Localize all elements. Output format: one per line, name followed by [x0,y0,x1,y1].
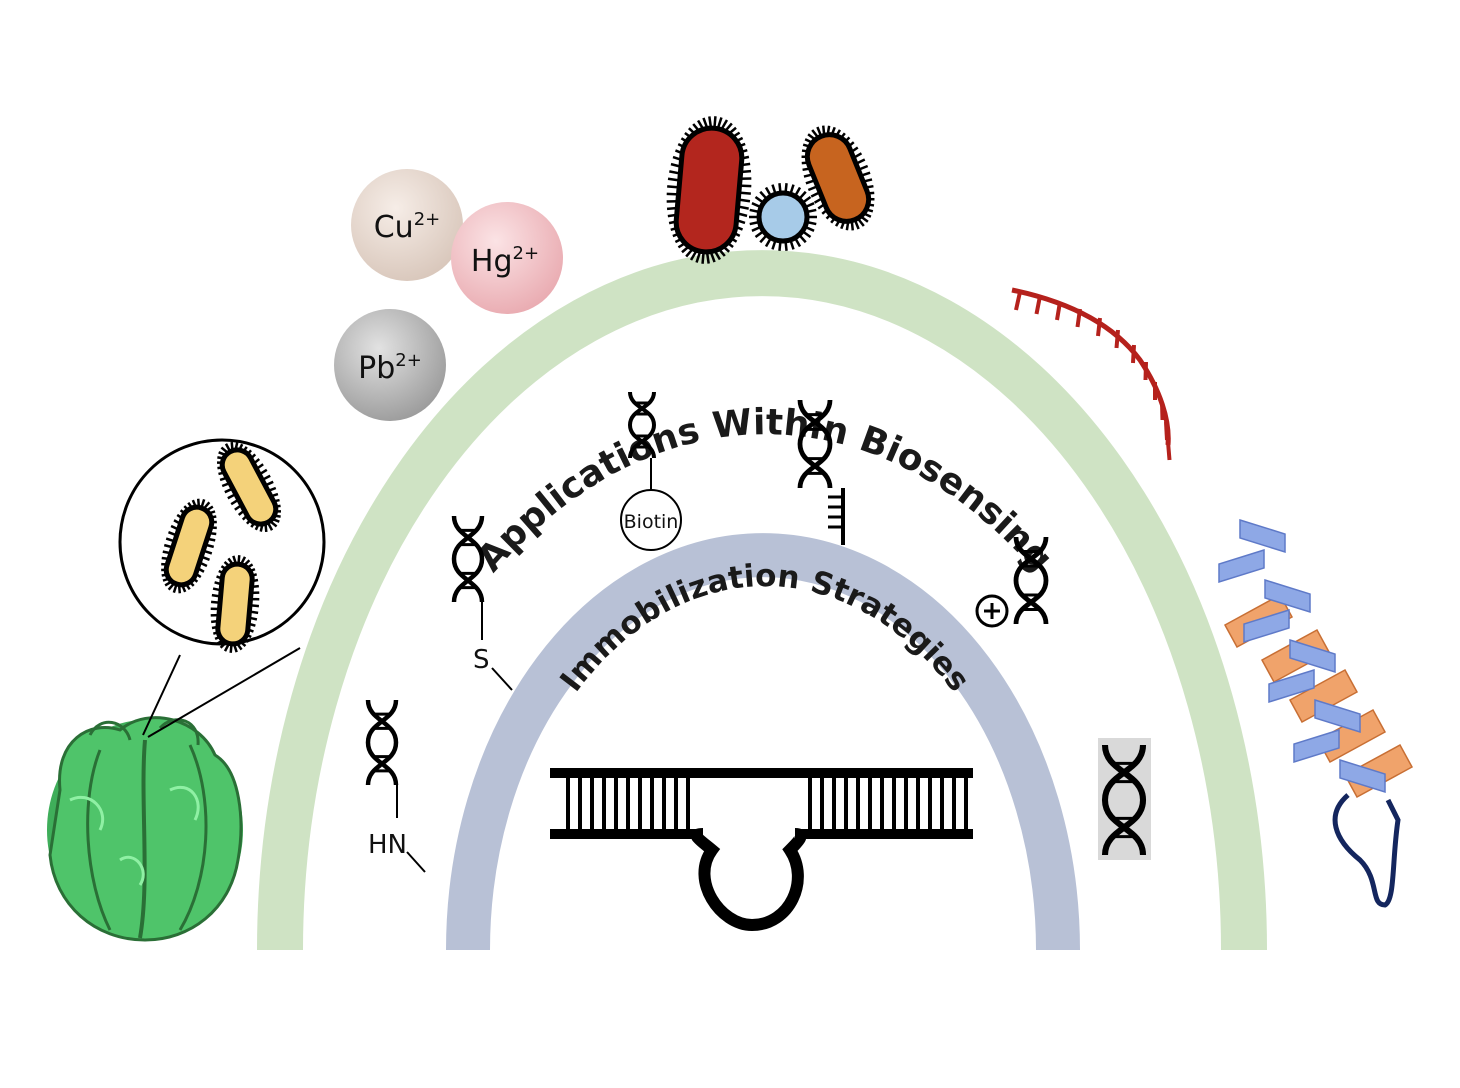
dna-electrostatic [975,536,1049,628]
dna-icon [1101,744,1147,856]
lettuce-icon [47,716,243,942]
ion-hg-label: Hg2+ [471,243,539,279]
metal-ion-hg: Hg2+ [451,202,563,314]
hairpin-rung [952,778,956,829]
aptamer-tooth [1096,317,1102,337]
aptamer-tooth [1034,295,1042,315]
metal-ion-icon [351,169,463,281]
hairpin-rung [614,778,618,829]
hairpin-rung [916,778,920,829]
hairpin-rung [892,778,896,829]
hairpin-rung [638,778,642,829]
inner-arc-immobilization: Immobilization Strategies [446,533,1080,951]
aptamer-tooth [1131,344,1136,364]
aptamer-tooth [1164,421,1169,441]
metal-ion-pb: Pb2+ [334,309,446,421]
hairpin-rung [602,778,606,829]
dna-icon [365,699,399,786]
helix-ribbon-blue [1289,638,1336,674]
protein-helix-icon [1218,518,1414,908]
dna-icon [627,391,657,459]
aptamer-tooth [1166,441,1172,461]
pathogen-group [666,116,875,264]
hairpin-rungs-left [566,778,690,829]
helix-ribbon-orange [1288,668,1359,724]
dna-amine-linker: HN [365,699,426,873]
ion-cu-label: Cu2+ [374,209,441,245]
hairpin-rung [820,778,824,829]
inner-arc-band [446,533,1080,951]
hairpin-rung [650,778,654,829]
hairpin-rung [868,778,872,829]
aptamer-tooth [1160,401,1165,421]
aptamer-tooth [1014,291,1022,311]
aptamer-tooth [1075,308,1082,328]
helix-ribbon-blue [1314,698,1361,734]
hairpin-rung [904,778,908,829]
virus-blue [749,183,817,251]
protein-loop [1332,793,1401,908]
dna-icon [1013,536,1049,625]
dna-thiol-linker: S [451,515,513,691]
thiol-label: S [473,645,490,675]
metal-ion-icon [451,202,563,314]
hairpin-rung [928,778,932,829]
hairpin-rung [566,778,570,829]
helix-ribbon-blue [1243,608,1290,644]
aptamer-tooth [1143,361,1148,381]
helix-ribbon-blue [1339,758,1386,794]
metal-ion-cu: Cu2+ [351,169,463,281]
helix-ribbon-blue [1239,518,1286,554]
bacteria-icon [217,441,281,533]
magnifier-circle-icon [118,438,326,738]
dna-hybridization-linker [797,399,845,545]
dna-entrapment [1098,738,1151,860]
hairpin-rung [844,778,848,829]
inner-arc-label: Immobilization Strategies [553,558,976,698]
biotin-label: Biotin [624,511,679,533]
bacteria-orange [801,125,875,231]
hairpin-rung [626,778,630,829]
hairpin-rung [674,778,678,829]
bacteria-red [666,116,752,264]
hairpin-icon [550,768,973,932]
bacteria-icon [666,116,752,264]
hairpin-rung [880,778,884,829]
hairpin-rung [578,778,582,829]
biotin-circle [620,489,682,551]
hairpin-rungs-right [808,778,968,829]
bacteria-icon [801,125,875,231]
helix-ribbon-blue [1268,668,1315,704]
hairpin-rung [832,778,836,829]
aptamer-tooth [1055,301,1062,321]
hairpin-rung [940,778,944,829]
dna-biotin-linker: Biotin [620,391,682,551]
hairpin-rung [662,778,666,829]
dna-icon [451,515,485,603]
metal-ion-icon [334,309,446,421]
hairpin-rung [964,778,968,829]
outer-arc-band [257,250,1267,951]
bacteria-icon [749,183,817,251]
hairpin-rung [808,778,812,829]
bacteria-icon [210,555,260,653]
bacteria-icon [161,498,217,594]
aptamer-tooth [1114,329,1120,349]
dna-icon [797,399,833,489]
hairpin-rung [590,778,594,829]
amine-label: HN [368,830,407,860]
hairpin-rung [856,778,860,829]
aptamer-strand-icon [1011,287,1172,461]
inner-arc-label-text: Immobilization Strategies [553,558,976,698]
hairpin-rung [686,778,690,829]
helix-ribbon-blue [1218,548,1265,584]
helix-ribbon-blue [1264,578,1311,614]
helix-ribbon-blue [1293,728,1340,764]
ion-pb-label: Pb2+ [358,350,422,386]
